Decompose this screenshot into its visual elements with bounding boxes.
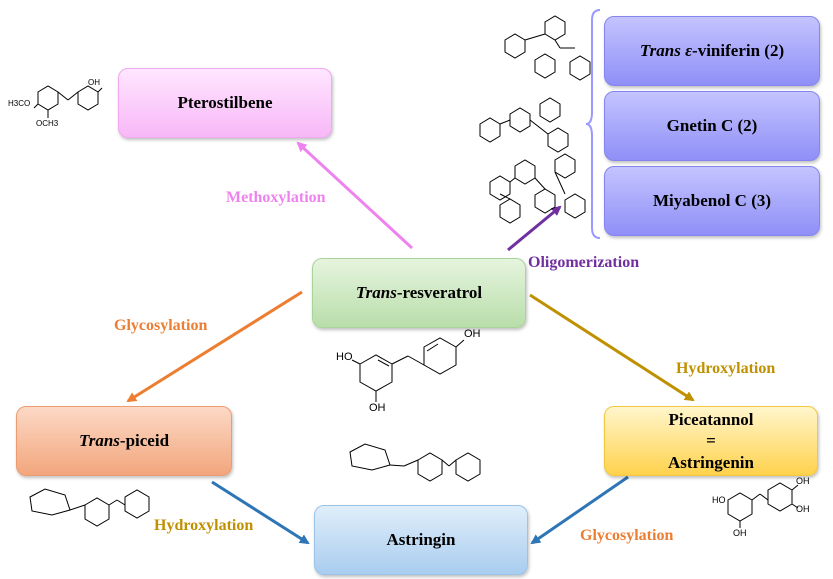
resveratrol-structure: [351, 337, 465, 402]
ptero-och3-label-b: OCH3: [36, 119, 59, 128]
pterostilbene-node: Pterostilbene: [118, 68, 332, 138]
pic-oh2-label: OH: [796, 504, 810, 514]
oligomerization-arrow: [507, 205, 562, 252]
gnetin-node: Gnetin C (2): [604, 91, 820, 161]
hydroxylation-right-label: Hydroxylation: [676, 360, 776, 377]
res-oh-top-label: OH: [464, 328, 481, 340]
viniferin-italic: Trans ε: [639, 41, 693, 61]
gnetin-label: Gnetin C (2): [666, 116, 758, 136]
pic-ho1-label: HO: [712, 495, 726, 505]
astringin-structure: [349, 443, 481, 482]
oligomer-brace: [585, 9, 601, 239]
piceid-node: Trans-piceid: [16, 406, 232, 476]
pic-oh3-label: OH: [733, 528, 747, 538]
res-ho-left-label: HO: [336, 351, 353, 363]
resveratrol-label: -resveratrol: [396, 283, 483, 303]
pic-oh1-label: OH: [796, 476, 810, 486]
glycosylation-arrow-bottom: [530, 475, 629, 545]
astringin-node: Astringin: [314, 505, 528, 575]
viniferin-node: Trans ε-viniferin (2): [604, 16, 820, 86]
ptero-och3-label-a: H3CO: [8, 99, 31, 108]
miyabenol-structure: [489, 153, 586, 224]
piceatannol-label: Piceatannol: [668, 410, 754, 430]
miyabenol-label: Miyabenol C (3): [652, 191, 772, 211]
astringin-label: Astringin: [386, 530, 456, 550]
oligomerization-label: Oligomerization: [528, 254, 640, 271]
res-oh-bottom-label: OH: [369, 402, 386, 414]
pterostilbene-structure: [33, 85, 103, 118]
piceatannol-structure: [727, 482, 799, 528]
viniferin-structure: [504, 15, 591, 81]
gnetin-structure: [479, 97, 569, 153]
piceid-italic: Trans: [78, 431, 120, 451]
hydroxylation-bottom-label: Hydroxylation: [154, 517, 254, 534]
equals-label: =: [706, 431, 716, 451]
hydroxylation-arrow-right: [529, 293, 695, 402]
hydroxylation-arrow-bottom: [211, 480, 310, 545]
piceatannol-node: Piceatannol = Astringenin: [604, 406, 818, 476]
piceid-label: -piceid: [119, 431, 170, 451]
resveratrol-italic: Trans: [355, 283, 397, 303]
glycosylation-bottom-label: Glycosylation: [580, 527, 674, 544]
astringenin-label: Astringenin: [668, 452, 754, 472]
pterostilbene-label: Pterostilbene: [177, 93, 273, 113]
methoxylation-label: Methoxylation: [226, 189, 326, 206]
glycosylation-left-label: Glycosylation: [114, 317, 208, 334]
ptero-oh-label: OH: [88, 78, 100, 87]
resveratrol-node: Trans-resveratrol: [312, 258, 526, 328]
viniferin-label: -viniferin (2): [692, 41, 785, 61]
miyabenol-node: Miyabenol C (3): [604, 166, 820, 236]
glycosylation-arrow-left: [126, 290, 303, 403]
piceid-structure: [29, 488, 150, 527]
methoxylation-arrow: [296, 141, 414, 250]
